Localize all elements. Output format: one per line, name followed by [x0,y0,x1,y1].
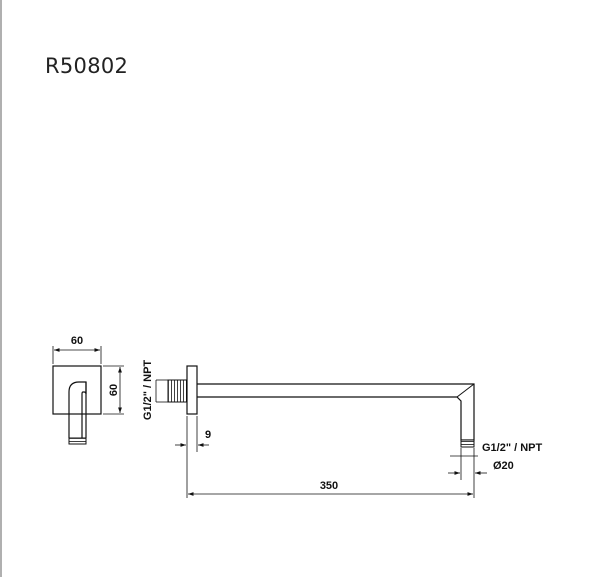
page-left-border [0,0,2,577]
inlet-thread [167,379,188,403]
outlet-thread-label: G1/2" / NPT [482,442,543,454]
front-outlet-thread [68,437,87,445]
outlet-diameter-label: Ø20 [493,460,514,472]
inlet-thread-label: G1/2" / NPT [142,360,154,421]
model-code: R50802 [45,54,129,78]
arm-front-outline [68,381,87,438]
front-view: 60 60 [52,335,124,445]
height-dimension-label: 60 [108,384,120,396]
side-view: G1/2" / NPT 9 350 G1/2" / NPT Ø20 [142,360,543,498]
shower-arm-outline [197,383,475,441]
outlet-thread [460,439,475,448]
wall-plate-outline [52,365,102,415]
flange-dimension-label: 9 [205,429,211,441]
width-dimension-label: 60 [71,335,83,347]
arm-length-dimension-label: 350 [320,480,338,492]
wall-flange [186,365,198,415]
